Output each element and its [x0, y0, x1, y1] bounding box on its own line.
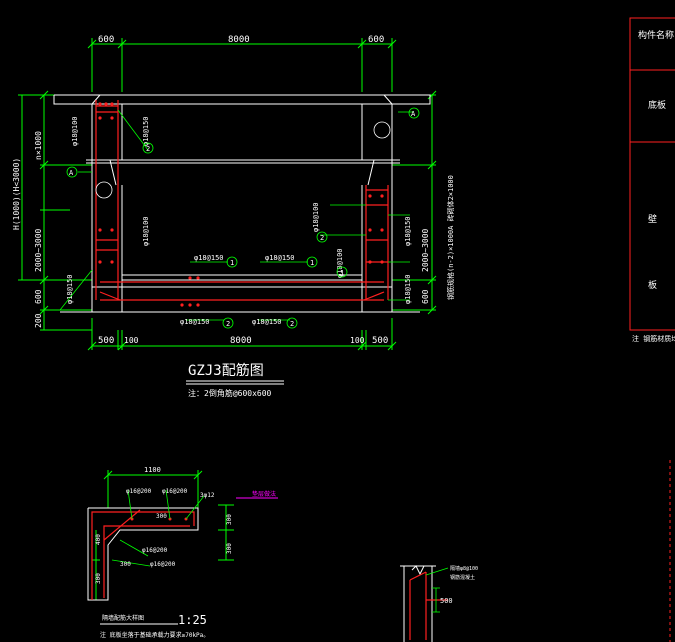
rebar-label-12: φ18@150 — [404, 274, 412, 304]
dim-bottom-8000: 8000 — [230, 336, 252, 346]
rebar-label-10: φ18@100 — [336, 248, 344, 278]
detail-caption: 隔墙配筋大样图 — [102, 614, 144, 622]
marker-2d: 2 — [290, 320, 294, 328]
top-dimension — [87, 38, 397, 92]
drawing-title: GZJ3配筋图 — [188, 362, 264, 379]
rebar-label-8: φ18@150 — [252, 318, 282, 326]
marker-2b: 2 — [320, 234, 324, 242]
marker-1c: 1 — [340, 269, 344, 277]
rebar-label-11: φ18@150 — [404, 216, 412, 246]
detail-outline — [87, 507, 199, 601]
rebar-label-1: φ18@100 — [71, 116, 79, 146]
circle-markers — [66, 107, 420, 329]
dim-left-600: 600 — [34, 289, 43, 304]
detail-dim-400: 400 — [95, 534, 102, 545]
title-block-header: 构件名称 — [638, 29, 674, 41]
rebar-label-2: φ18@150 — [142, 116, 150, 146]
right-dimension — [392, 90, 437, 315]
detail-dim-1100: 1100 — [144, 466, 161, 474]
detail-label-3: 3φ12 — [200, 492, 215, 499]
detail-rebar — [91, 509, 195, 600]
dim-left-wall: 2000~3000 — [34, 228, 43, 272]
title-block-row1: 底板 — [648, 99, 666, 111]
detail-note: 注 底板坐落于基础承载力要求≥70kPa。 — [100, 631, 209, 639]
detail-dim-300e: 300 — [226, 543, 233, 554]
title-block-row3: 板 — [648, 279, 657, 291]
small-detail-dim — [425, 567, 449, 613]
drawing-note: 注：2倒角筋@600x600 — [188, 388, 272, 398]
title-block-row2: 壁 — [648, 213, 657, 225]
small-detail-label-2: 钢筋混凝土 — [450, 574, 475, 581]
rebar-dots — [98, 102, 384, 307]
small-detail-outline — [400, 565, 436, 642]
right-vertical-label: 钢筋规格(n-2)×1000A 砖砌体2×1000 — [446, 175, 455, 300]
marker-1b: 1 — [310, 259, 314, 267]
dim-top-right: 600 — [368, 35, 384, 45]
detail-dim-300c: 300 — [95, 573, 102, 584]
rebar-hatching — [95, 100, 389, 301]
rebar-label-7: φ18@150 — [180, 318, 210, 326]
small-detail-dim-500: 500 — [440, 597, 453, 605]
detail-dim-300d: 300 — [226, 514, 233, 525]
title-block-frame — [629, 17, 675, 331]
leader-lines — [59, 109, 414, 321]
detail-label-1: φ16@200 — [126, 488, 152, 495]
rebar-label-3: φ18@100 — [142, 216, 150, 246]
detail-label-4: φ16@200 — [142, 547, 168, 554]
detail-dimension — [92, 470, 234, 600]
dim-bottom-500-right: 500 — [372, 336, 388, 346]
dim-bottom-100-right: 100 — [350, 336, 365, 345]
dim-top-left: 600 — [98, 35, 114, 45]
dim-left-total: H(1000)(H<3000) — [12, 158, 21, 230]
bottom-dimension — [87, 318, 397, 351]
detail-dim-300a: 300 — [156, 513, 167, 520]
rebar-label-5: φ18@150 — [194, 254, 224, 262]
detail-callout-circles — [95, 121, 391, 199]
dim-left-n: n×1000 — [34, 131, 43, 160]
small-detail-label-1: 隔墙φ8@100 — [450, 565, 478, 572]
dim-bottom-100-left: 100 — [124, 336, 139, 345]
rebar-label-6: φ18@150 — [265, 254, 295, 262]
marker-2c: 2 — [226, 320, 230, 328]
magenta-label: 垫层做法 — [252, 490, 276, 498]
title-block-note: 注 钢筋材质均为 — [632, 334, 675, 343]
rebar-label-9: φ18@100 — [312, 202, 320, 232]
dim-left-200: 200 — [34, 313, 43, 328]
small-detail-rebar — [409, 571, 448, 640]
detail-leaders — [111, 489, 205, 567]
detail-label-5: φ16@200 — [150, 561, 176, 568]
dim-bottom-500-left: 500 — [98, 336, 114, 346]
dim-right-600: 600 — [421, 289, 430, 304]
rebar-label-4: φ18@150 — [66, 274, 74, 304]
marker-a-left: A — [69, 169, 74, 177]
detail-label-2: φ16@200 — [162, 488, 188, 495]
structure-outline — [53, 94, 431, 313]
detail-dim-300b: 300 — [120, 561, 131, 568]
left-dimension — [18, 90, 92, 331]
dim-top-center: 8000 — [228, 35, 250, 45]
marker-1a: 1 — [230, 259, 234, 267]
dim-right-wall2: 2000~3000 — [421, 228, 430, 272]
detail-scale: 1:25 — [178, 613, 207, 627]
marker-a-right: A — [411, 110, 416, 118]
marker-2a: 2 — [146, 145, 150, 153]
